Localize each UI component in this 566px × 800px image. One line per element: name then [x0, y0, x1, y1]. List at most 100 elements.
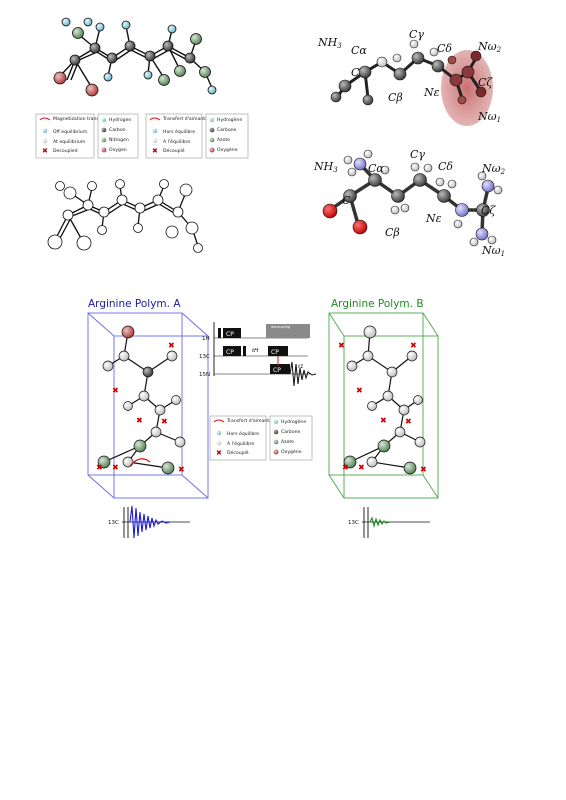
hydrogen-icon [210, 118, 214, 122]
label-c: C [342, 194, 351, 207]
decoupled-icon: ✖ [112, 386, 119, 395]
label-n-epsilon: Nε [425, 212, 442, 225]
decoupled-icon: ✖ [405, 417, 412, 426]
legend-fr-item-2: A l'équilibre [163, 138, 190, 145]
decoupled-icon: ✖ [410, 341, 417, 350]
label-nh3: NH3 [317, 36, 342, 50]
legend-en-item-2: At equilibrium [53, 139, 86, 145]
off-equilibrium-icon [152, 128, 158, 134]
carbon-icon [273, 429, 279, 435]
decoupling-label: decoupling [271, 325, 290, 329]
legend-fr-c-item-2: A l'équilibre [227, 440, 254, 447]
cp-block-h: CP [226, 331, 234, 338]
decoupled-icon: ✖ [356, 386, 363, 395]
nitrogen-icon [101, 137, 107, 143]
decoupled-icon: ✖ [178, 465, 185, 474]
legend-fr-atom-2: Azote [217, 137, 230, 143]
decoupled-icon: ✖ [216, 449, 222, 457]
arginine-cpk-atoms [322, 149, 503, 247]
label-n-omega1: Nω1 [481, 244, 505, 258]
legend-en-item-0: Magnetization transfert [53, 116, 107, 122]
label-nh3: NH3 [313, 160, 338, 174]
label-n-omega2: Nω2 [477, 40, 502, 54]
panel-b-molecule: ✖ ✖ ✖ ✖ ✖ ✖ ✖ ✖ [338, 325, 427, 475]
legend-fr-c-atom-0: Hydrogène [281, 418, 306, 425]
decoupled-icon: ✖ [42, 147, 48, 155]
legend-fr-c-item-0: Transfert d'aimantation [226, 418, 281, 424]
legend-french-left: Transfert d'aimantation Hors équilibre A… [145, 113, 217, 159]
label-c-beta: Cβ [385, 226, 400, 239]
decoupled-icon: ✖ [96, 463, 103, 472]
label-c-alpha: Cα [351, 44, 367, 57]
legend-english-atoms: Hydrogen Carbon Nitrogen Oxygen [97, 113, 139, 159]
label-c-delta: Cδ [437, 42, 452, 55]
panel-a-fid-label: 13C [108, 520, 119, 526]
legend-fr-c-item-1: Hors équilibre [227, 430, 259, 437]
transfer-arrow-icon [39, 117, 51, 121]
decoupled-icon: ✖ [152, 147, 158, 155]
transfer-arrow-icon [213, 419, 225, 423]
label-n-omega2: Nω2 [481, 162, 506, 176]
legend-fr-atom-3: Oxygène [217, 146, 238, 153]
decoupled-icon: ✖ [420, 465, 427, 474]
chain-atoms-outline [47, 179, 203, 253]
legend-en-item-3: Decoupled [53, 148, 78, 154]
hydrogen-icon [102, 118, 106, 122]
panel-b-box [328, 312, 439, 499]
label-n-epsilon: Nε [423, 86, 440, 99]
guanidinium-highlight [441, 50, 493, 126]
decoupled-icon: ✖ [338, 341, 345, 350]
panel-a-box [87, 312, 209, 499]
legend-en-item-1: Off equilibrium [53, 129, 88, 135]
legend-fr-atom-1: Carbone [217, 127, 237, 133]
hydrogen-icon [274, 420, 278, 424]
decoupled-icon: ✖ [168, 341, 175, 350]
label-c-gamma: Cγ [410, 148, 425, 161]
decoupled-icon: ✖ [358, 463, 365, 472]
at-equilibrium-icon [42, 138, 48, 144]
legend-french-center: Transfert d'aimantation Hors équilibre A… [209, 415, 281, 461]
panel-b-fid-label: 13C [348, 520, 359, 526]
panel-b-fid: 13C [348, 507, 430, 538]
label-c-zeta: Cζ [478, 76, 493, 89]
legend-fr-c-item-3: Découplé [227, 449, 249, 456]
legend-en-atom-3: Oxygen [109, 147, 127, 153]
legend-en-atom-2: Nitrogen [109, 137, 129, 143]
c-channel-label: 13C [199, 354, 210, 360]
off-equilibrium-icon [216, 430, 222, 436]
t1-label: t1 [298, 364, 304, 370]
cp-block-n: CP [273, 367, 281, 374]
panel-b-title: Arginine Polym. B [331, 298, 424, 310]
off-equilibrium-icon [42, 128, 48, 134]
legend-english-left: Magnetization transfert Off equilibrium … [35, 113, 107, 159]
fid-signal-blue [129, 505, 171, 539]
legend-fr-c-atom-1: Carbone [281, 429, 301, 435]
oxygen-icon [273, 449, 279, 455]
nitrogen-icon [209, 137, 215, 143]
fid-signal-green [369, 516, 391, 529]
oxygen-icon [209, 147, 215, 153]
fid-signal-n [289, 361, 317, 387]
legend-french-center-atoms: Hydrogène Carbone Azote Oxygène [269, 415, 313, 461]
decoupled-icon: ✖ [380, 416, 387, 425]
legend-fr-item-1: Hors équilibre [163, 128, 195, 135]
h-channel-label: 1H [202, 336, 210, 342]
at-equilibrium-icon [152, 138, 158, 144]
transfer-arrow-icon [129, 458, 151, 467]
th-label: tH [252, 348, 258, 354]
label-c-beta: Cβ [388, 91, 403, 104]
pulse-sequence: 1H 13C 15N CP decoupling CP tH CP CP t1 [199, 322, 317, 387]
arginine-grey-atoms [330, 39, 487, 106]
at-equilibrium-icon [216, 440, 222, 446]
decoupled-icon: ✖ [112, 463, 119, 472]
label-n-omega1: Nω1 [477, 110, 501, 124]
label-c-gamma: Cγ [409, 28, 424, 41]
arginine-cpk-labels: NH3 Cα C Cβ Cγ Cδ Nε Cζ Nω2 Nω1 [313, 148, 506, 258]
legend-en-atom-0: Hydrogen [109, 117, 131, 123]
arginine-grey-labels: NH3 Cα C Cβ Cγ Cδ Nε Cζ Nω2 Nω1 [317, 28, 502, 124]
legend-fr-atom-0: Hydrogène [217, 116, 242, 123]
decoupled-icon: ✖ [161, 417, 168, 426]
label-c: C [351, 66, 360, 79]
nitrogen-icon [273, 439, 279, 445]
